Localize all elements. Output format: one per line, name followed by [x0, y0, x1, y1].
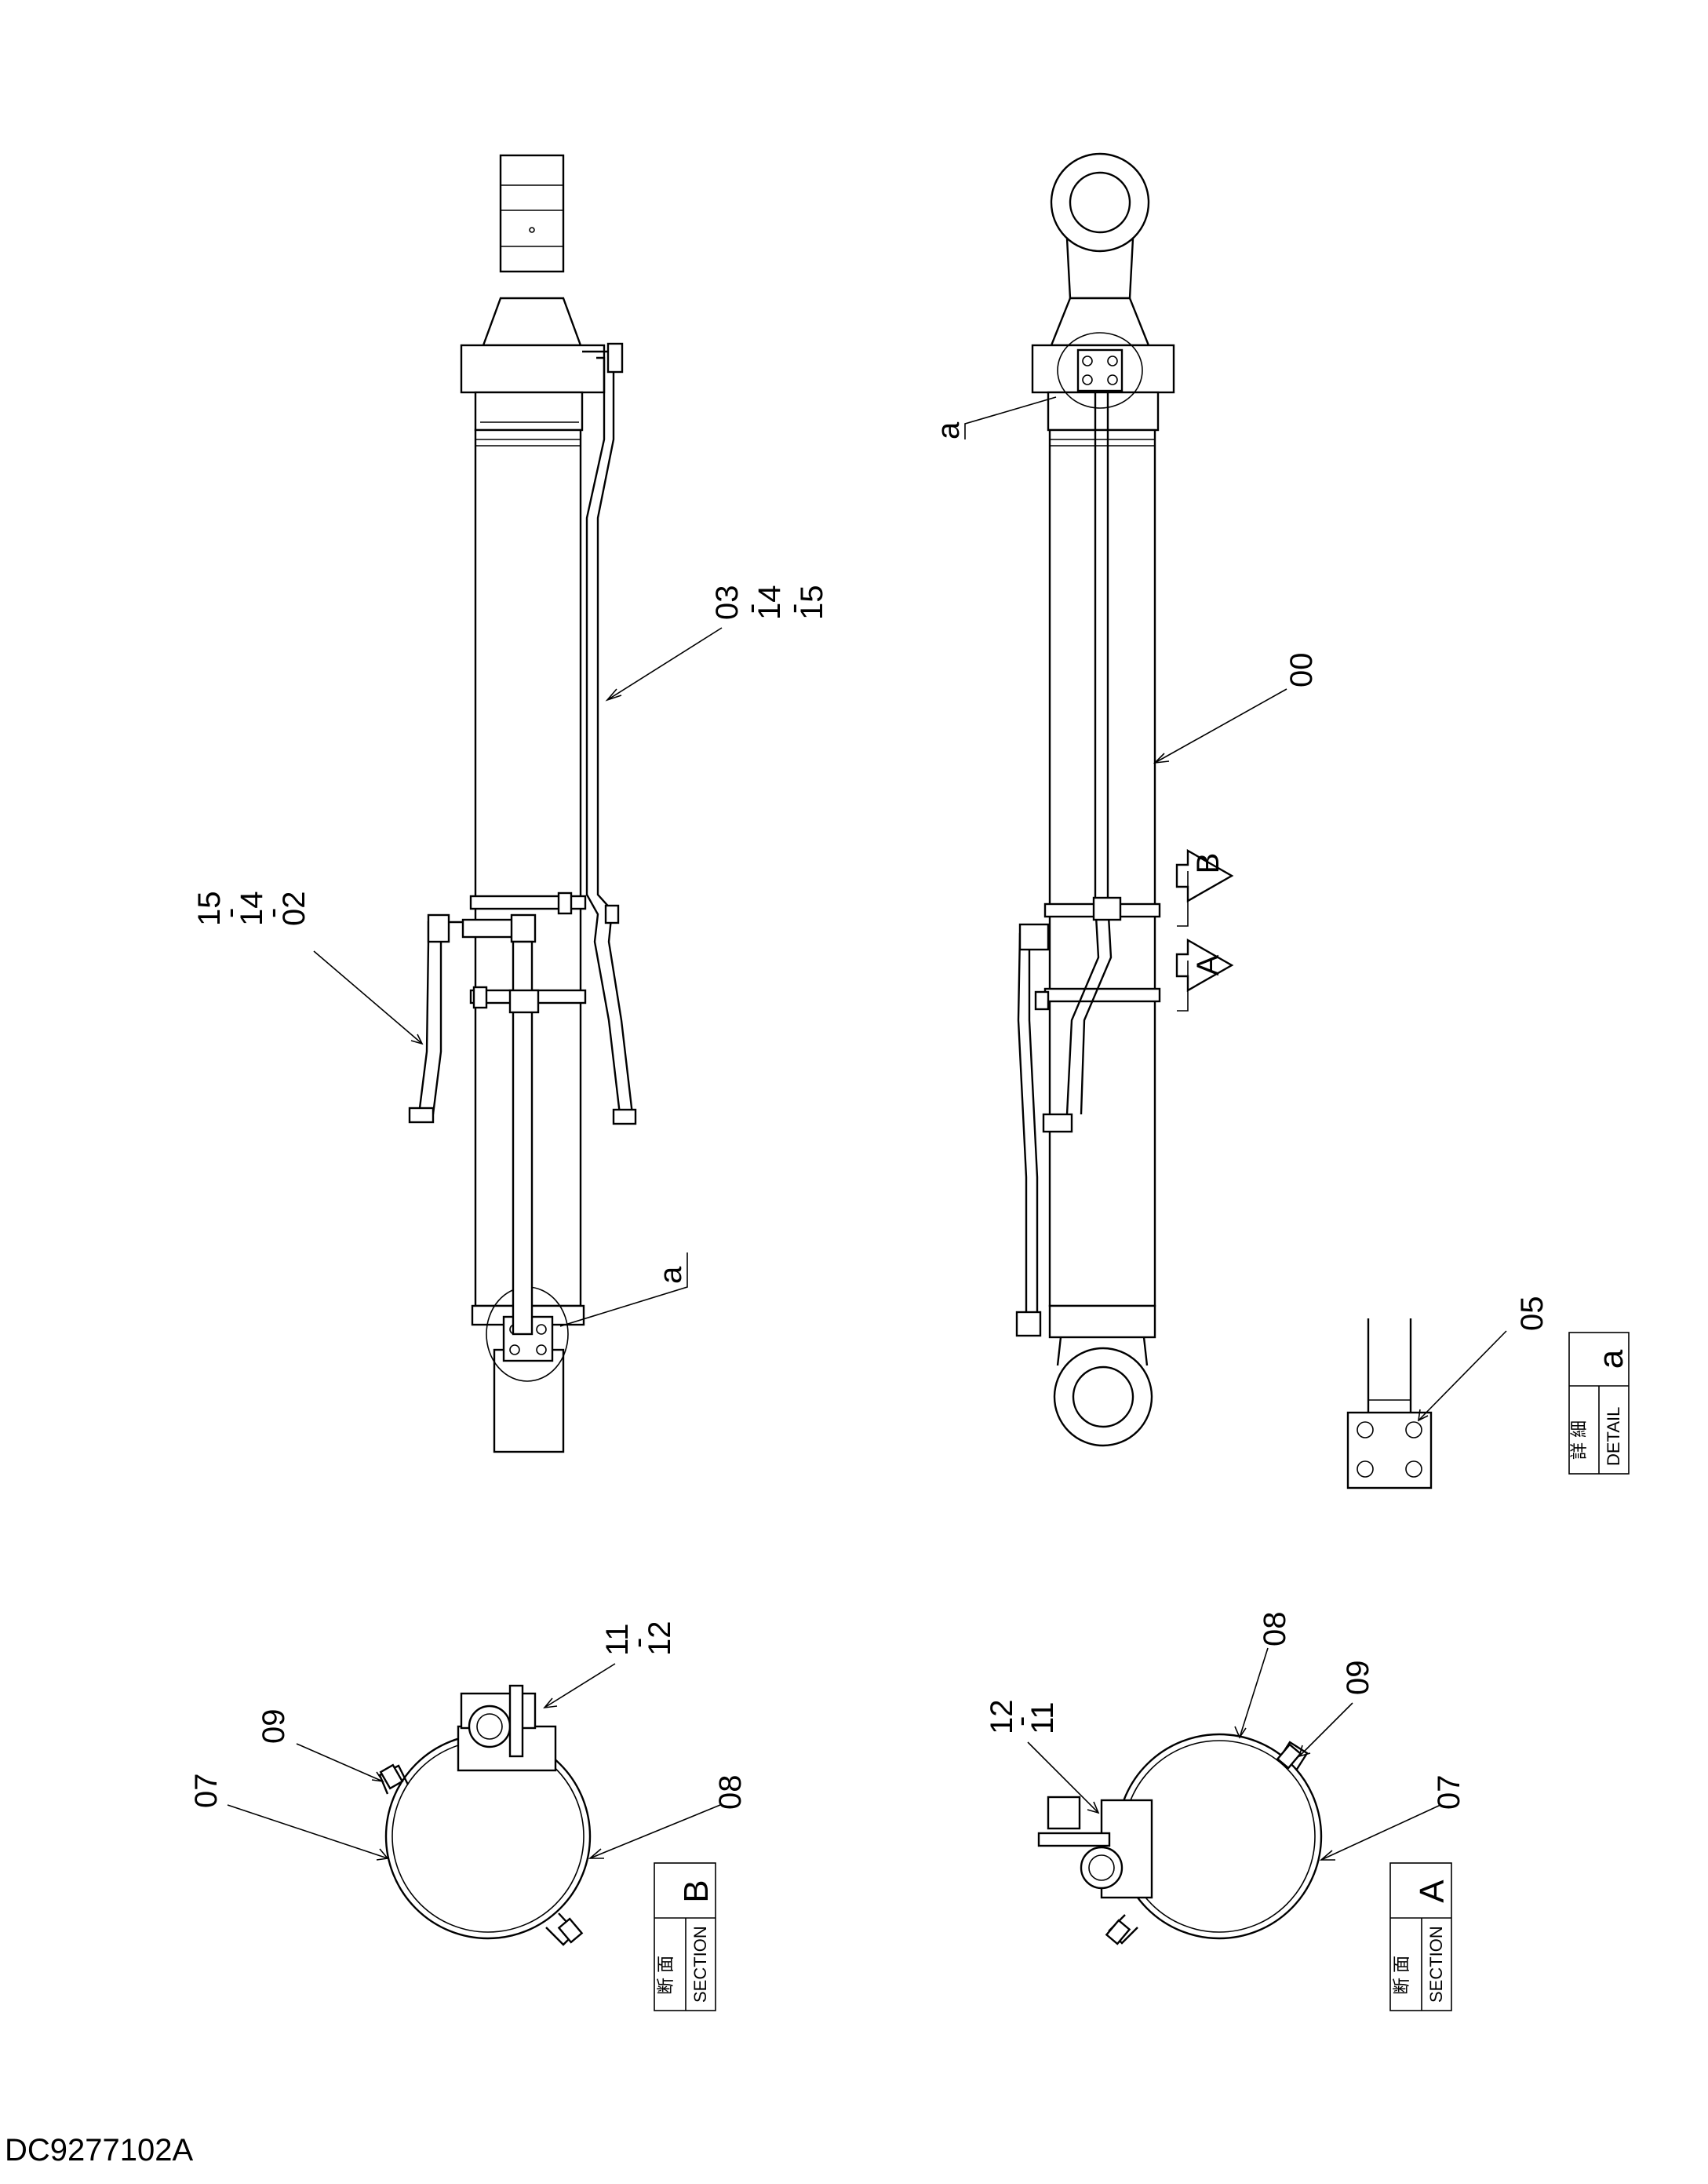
callout-07a: 07: [1432, 1775, 1466, 1810]
callout-dash-2: -: [776, 603, 810, 614]
callout-dash-5: -: [1003, 1716, 1038, 1726]
callout-08a: 08: [1258, 1612, 1292, 1647]
callout-a-bottom: a: [654, 1266, 688, 1284]
section-a-box-en: SECTION: [1426, 1926, 1446, 2003]
section-a-view: [1037, 1733, 1323, 1945]
callout-09a: 09: [1341, 1661, 1375, 1696]
detail-a-view: [1346, 1318, 1433, 1489]
section-a-box: 断 面 SECTION A: [1389, 1862, 1452, 2011]
callout-02: 02: [277, 891, 311, 927]
callout-08b: 08: [713, 1775, 748, 1810]
left-cylinder-view: [408, 154, 637, 1453]
document-code: DC9277102A: [5, 2133, 194, 2168]
callout-09b: 09: [257, 1709, 291, 1745]
callout-15: 15: [795, 585, 829, 621]
callout-11a: 11: [1025, 1701, 1060, 1734]
section-b-box-en: SECTION: [690, 1926, 710, 2003]
callout-00: 00: [1284, 653, 1319, 688]
callout-14: 14: [752, 585, 787, 621]
callout-05: 05: [1515, 1296, 1550, 1332]
callout-14b: 14: [235, 891, 269, 927]
callout-labels: 03 - 14 - 15 15 - 14 - 02 00 a a 05 12 -…: [189, 421, 1550, 1810]
detail-box-jp: 詳 細: [1569, 1420, 1589, 1460]
leader-lines: [227, 396, 1507, 1861]
callout-12b: 12: [643, 1621, 677, 1657]
section-b-box: 断 面 SECTION B: [654, 1862, 716, 2011]
callout-03: 03: [710, 585, 745, 621]
callout-a-top: a: [931, 421, 966, 439]
detail-box-en: DETAIL: [1604, 1407, 1623, 1466]
right-cylinder-view: [1015, 152, 1175, 1447]
section-a-box-jp: 断 面: [1392, 1956, 1411, 1995]
callout-07b: 07: [189, 1774, 224, 1809]
section-b-box-letter: B: [677, 1880, 716, 1902]
section-mark-a: A: [1175, 938, 1234, 1012]
callout-dash-6: -: [621, 1638, 655, 1648]
callout-15b: 15: [192, 891, 227, 927]
section-b-box-jp: 断 面: [656, 1956, 676, 1995]
callout-dash-1: -: [734, 603, 768, 614]
section-b-arrow-label: B: [1191, 853, 1225, 874]
section-a-arrow-label: A: [1191, 954, 1225, 975]
callout-dash-4: -: [255, 908, 290, 918]
callout-11b: 11: [600, 1623, 635, 1656]
detail-box-letter: a: [1592, 1349, 1630, 1369]
callout-dash-3: -: [213, 908, 247, 918]
section-b-view: [378, 1684, 592, 1946]
section-mark-b: B: [1175, 848, 1234, 927]
detail-a-box: 詳 細 DETAIL a: [1568, 1332, 1630, 1475]
callout-12a: 12: [985, 1700, 1019, 1735]
section-a-box-letter: A: [1413, 1880, 1451, 1903]
